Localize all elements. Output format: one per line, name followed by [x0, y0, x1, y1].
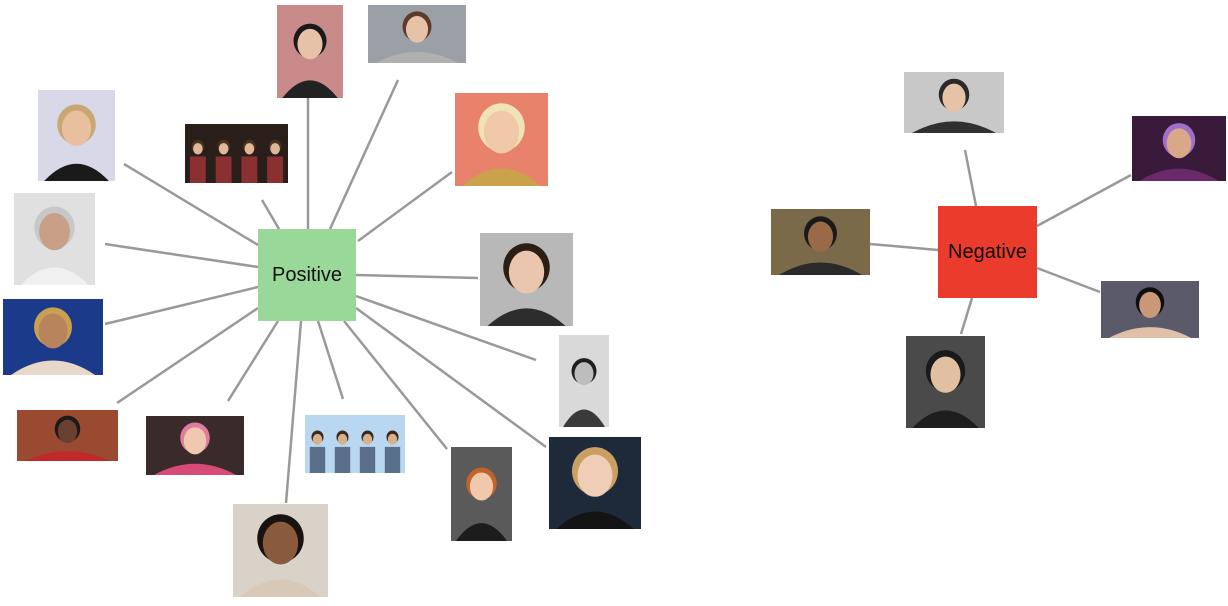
- photo-bw-portrait: [559, 335, 609, 427]
- photo-pink-hat-portrait: [146, 416, 244, 475]
- positive-hub: Positive: [258, 229, 356, 321]
- photo-cap-man: [904, 72, 1004, 133]
- photo-band-group-outdoor: [305, 415, 405, 473]
- negative-edge-3: [869, 242, 939, 252]
- photo-blonde-curly-portrait: [3, 299, 103, 375]
- photo-top-left-face: [277, 5, 343, 98]
- photo-purple-hair-portrait: [1132, 116, 1226, 181]
- photo-brick-wall-man: [17, 410, 118, 461]
- photo-blonde-portrait: [455, 93, 548, 186]
- positive-edge-9: [284, 320, 303, 504]
- positive-edge-14: [123, 162, 259, 247]
- edges: [104, 79, 1132, 504]
- positive-edge-15: [260, 199, 281, 230]
- negative-edge-5: [959, 297, 974, 335]
- photo-top-smiling-face: [368, 5, 466, 63]
- positive-edge-3: [357, 170, 453, 243]
- photo-red-lip-portrait: [549, 437, 641, 529]
- positive-edge-8: [316, 320, 345, 400]
- positive-hub-label: Positive: [271, 263, 343, 286]
- photo-band-group-dark: [185, 124, 288, 183]
- photo-grey-hair-portrait: [14, 193, 95, 285]
- positive-edge-10: [226, 320, 280, 402]
- positive-edge-5: [355, 294, 537, 362]
- positive-edge-4: [355, 273, 479, 280]
- photo-bottom-center-portrait: [233, 504, 328, 597]
- positive-edge-11: [116, 306, 259, 405]
- negative-hub-label: Negative: [948, 240, 1027, 263]
- negative-edge-1: [963, 149, 978, 207]
- photo-bearded-man: [771, 209, 870, 275]
- photo-dark-haired-man: [480, 233, 573, 326]
- photo-tattooed-man: [906, 336, 985, 428]
- photo-blonde-man: [38, 90, 115, 181]
- negative-edge-4: [1036, 266, 1101, 294]
- positive-edge-12: [104, 285, 259, 326]
- negative-hub: Negative: [938, 206, 1037, 298]
- photo-dark-curly-portrait: [1101, 281, 1199, 338]
- negative-edge-2: [1036, 173, 1132, 228]
- photo-red-haired-man: [451, 447, 512, 541]
- positive-edge-2: [328, 79, 400, 230]
- positive-edge-6: [355, 306, 547, 449]
- positive-edge-13: [104, 242, 259, 269]
- positive-edge-7: [343, 320, 448, 450]
